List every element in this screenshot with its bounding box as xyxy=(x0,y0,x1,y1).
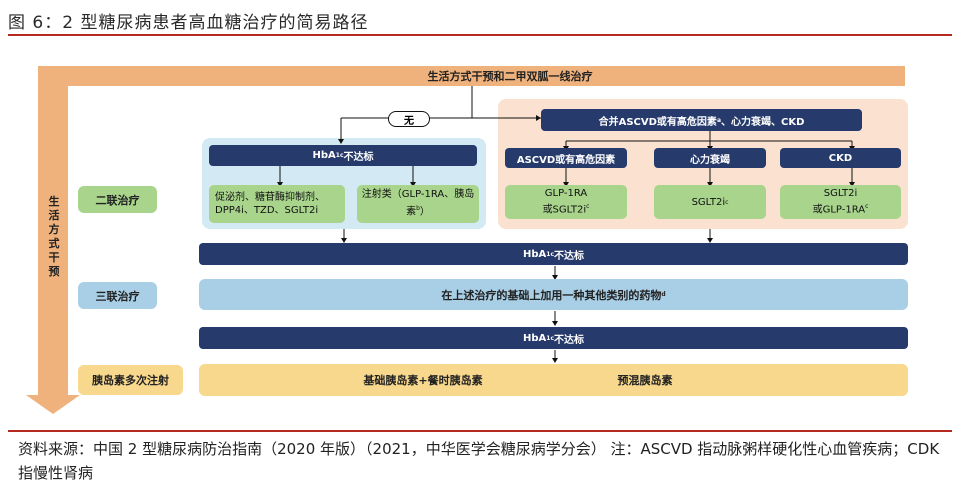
triple-sup: d xyxy=(661,291,666,298)
col1-drug-line1: GLP-1RA xyxy=(544,188,588,200)
dual-therapy-label: 二联治疗 xyxy=(78,186,157,213)
none-pill: 无 xyxy=(388,111,430,127)
col2-header: 心力衰竭 xyxy=(654,148,766,168)
ascvd-header-rest: 、心力衰竭、CKD xyxy=(721,116,805,128)
oral-drugs-box: 促泌剂、糖苷酶抑制剂、DPP4i、TZD、SGLT2i xyxy=(209,185,345,223)
ascvd-header-text: 合并ASCVD或有高危因素 xyxy=(598,116,717,128)
injection-end: ） xyxy=(419,206,430,218)
insulin-bar xyxy=(199,364,908,396)
top-bar-label: 生活方式干预和二甲双胍一线治疗 xyxy=(427,70,593,83)
injection-box: 注射类（GLP-1RA、胰岛素b） xyxy=(357,185,479,223)
lifestyle-vertical-label: 生活方式干预 xyxy=(48,195,60,278)
hba1c-prefix: HbA xyxy=(522,332,547,344)
insulin-injection-label: 胰岛素多次注射 xyxy=(78,365,183,395)
injection-sup: b xyxy=(416,205,420,213)
hba1c-prefix: HbA xyxy=(522,248,547,260)
hba1c-prefix: HbA xyxy=(312,150,336,161)
hba1c-suffix: 不达标 xyxy=(343,152,374,163)
col3-drug-line1: SGLT2i xyxy=(823,188,858,200)
insulin-premixed: 预混胰岛素 xyxy=(617,374,673,387)
hba1c-sub: 1c xyxy=(546,334,554,342)
footer-rule xyxy=(8,430,952,432)
hba1c-suffix: 不达标 xyxy=(554,250,584,262)
col2-sup: c xyxy=(725,198,729,206)
title-rule xyxy=(8,34,952,36)
injection-text: 注射类（GLP-1RA、胰岛素 xyxy=(361,189,475,218)
col1-drug-line2: 或SGLT2i xyxy=(542,204,587,216)
page-title: 图 6：2 型糖尿病患者高血糖治疗的简易路径 xyxy=(8,13,369,33)
col2-drug: SGLT2i xyxy=(691,196,726,208)
col3-drug-line2: 或GLP-1RA xyxy=(812,204,866,216)
col3-sup: c xyxy=(865,203,869,211)
source-note: 资料来源：中国 2 型糖尿病防治指南（2020 年版）（2021，中华医学会糖尿… xyxy=(18,440,940,482)
insulin-basal-bolus: 基础胰岛素+餐时胰岛素 xyxy=(363,374,483,387)
col3-header: CKD xyxy=(780,148,901,168)
col1-header: ASCVD或有高危因素 xyxy=(505,148,627,168)
col1-drug-box: GLP-1RA 或SGLT2ic xyxy=(505,185,627,219)
triple-therapy-text: 在上述治疗的基础上加用一种其他类别的药物 xyxy=(441,288,662,302)
ascvd-header-sup: a xyxy=(716,116,721,124)
hba1c-sub: 1c xyxy=(335,152,344,159)
col3-drug-box: SGLT2i 或GLP-1RAc xyxy=(780,185,901,219)
hba1c-suffix: 不达标 xyxy=(554,334,584,346)
hba1c-sub: 1c xyxy=(546,250,554,258)
col1-sup: c xyxy=(586,203,590,211)
triple-therapy-label: 三联治疗 xyxy=(78,282,157,309)
